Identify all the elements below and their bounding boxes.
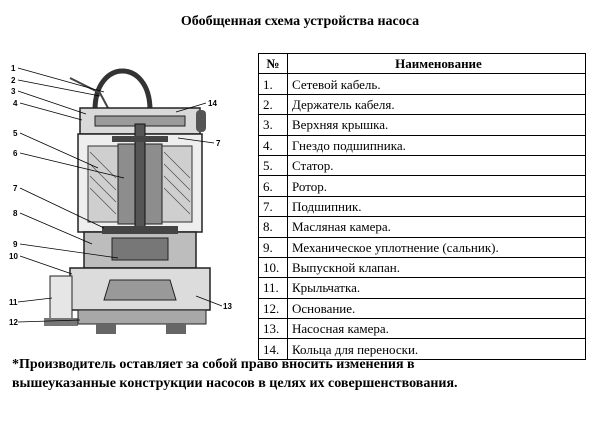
- row-number: 10.: [258, 256, 288, 279]
- callout-13: 13: [223, 302, 232, 311]
- carrying-ring: [196, 110, 206, 132]
- row-number: 12.: [258, 297, 288, 320]
- table-header-row: № Наименование: [258, 52, 586, 75]
- callout-3: 3: [11, 87, 16, 96]
- footnote-line-2: вышеуказанные конструкции насосов в целя…: [12, 376, 458, 391]
- table-row: 3.Верхняя крышка.: [258, 114, 586, 136]
- row-part-name: Механическое уплотнение (сальник).: [287, 236, 586, 258]
- callout-1: 1: [11, 64, 16, 73]
- footnote-line-1: *Производитель оставляет за собой право …: [12, 357, 415, 372]
- cable-line: [69, 77, 109, 109]
- row-number: 2.: [258, 93, 288, 116]
- lifting-handle: [92, 68, 153, 111]
- page-title: Обобщенная схема устройства насоса: [180, 14, 420, 29]
- row-number: 3.: [258, 114, 288, 136]
- row-number: 6.: [258, 175, 288, 197]
- row-part-name: Сетевой кабель.: [287, 73, 586, 95]
- bearing-lower: [102, 226, 178, 234]
- row-number: 4.: [258, 134, 288, 156]
- row-part-name: Статор.: [287, 154, 586, 177]
- table-row: 5.Статор.: [258, 154, 586, 177]
- row-part-name: Гнездо подшипника.: [287, 134, 586, 156]
- row-part-name: Насосная камера.: [287, 318, 586, 340]
- row-part-name: Подшипник.: [287, 195, 586, 218]
- row-part-name: Выпускной клапан.: [287, 256, 586, 279]
- table-row: 2.Держатель кабеля.: [258, 93, 586, 116]
- table-row: 10.Выпускной клапан.: [258, 256, 586, 279]
- parts-table: № Наименование 1.Сетевой кабель.2.Держат…: [258, 52, 586, 360]
- callout-labels: 1 2 3 4 5 6 7 8 9 10 11 12 13 14 7: [9, 64, 232, 327]
- table-row: 1.Сетевой кабель.: [258, 73, 586, 95]
- header-name: Наименование: [287, 52, 586, 75]
- table-row: 4.Гнездо подшипника.: [258, 134, 586, 156]
- header-number: №: [258, 52, 288, 75]
- row-part-name: Кольца для переноски.: [287, 338, 586, 360]
- callout-6: 6: [13, 149, 18, 158]
- table-row: 11.Крыльчатка.: [258, 277, 586, 299]
- callout-9: 9: [13, 240, 18, 249]
- callout-11: 11: [9, 298, 18, 307]
- table-row: 12.Основание.: [258, 297, 586, 320]
- bearing-upper: [112, 136, 168, 142]
- callout-7-right: 7: [216, 139, 221, 148]
- table-row: 13.Насосная камера.: [258, 318, 586, 340]
- callout-8: 8: [13, 209, 18, 218]
- row-number: 8.: [258, 216, 288, 238]
- table-row: 6.Ротор.: [258, 175, 586, 197]
- row-part-name: Верхняя крышка.: [287, 114, 586, 136]
- row-number: 5.: [258, 154, 288, 177]
- callout-12: 12: [9, 318, 18, 327]
- row-part-name: Ротор.: [287, 175, 586, 197]
- table-row: 14.Кольца для переноски.: [258, 338, 586, 360]
- row-part-name: Крыльчатка.: [287, 277, 586, 299]
- row-number: 9.: [258, 236, 288, 258]
- table-row: 8.Масляная камера.: [258, 216, 586, 238]
- footnote: *Производитель оставляет за собой право …: [12, 355, 592, 393]
- base: [77, 309, 207, 325]
- callout-2: 2: [11, 76, 16, 85]
- callout-14: 14: [208, 99, 217, 108]
- row-part-name: Масляная камера.: [287, 216, 586, 238]
- callout-10: 10: [9, 252, 18, 261]
- pump-cross-section-diagram: 1 2 3 4 5 6 7 8 9 10 11 12 13 14 7: [9, 64, 232, 334]
- table-row: 7.Подшипник.: [258, 195, 586, 218]
- row-number: 13.: [258, 318, 288, 340]
- outlet-pipe: [49, 275, 73, 323]
- row-number: 11.: [258, 277, 288, 299]
- row-number: 7.: [258, 195, 288, 218]
- table-row: 9.Механическое уплотнение (сальник).: [258, 236, 586, 258]
- callout-4: 4: [13, 99, 18, 108]
- row-part-name: Основание.: [287, 297, 586, 320]
- impeller: [103, 279, 177, 301]
- row-number: 1.: [258, 73, 288, 95]
- callout-7-left: 7: [13, 184, 18, 193]
- row-part-name: Держатель кабеля.: [287, 93, 586, 116]
- callout-5: 5: [13, 129, 18, 138]
- row-number: 14.: [258, 338, 288, 360]
